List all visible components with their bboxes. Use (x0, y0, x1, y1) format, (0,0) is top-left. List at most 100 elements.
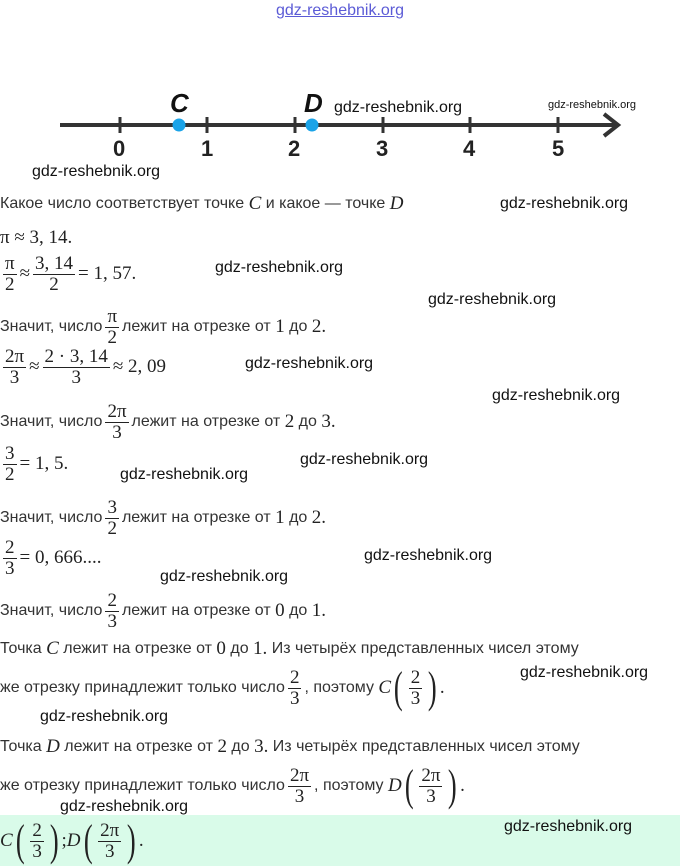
denominator: 3 (104, 840, 115, 862)
watermark: gdz-reshebnik.org (492, 387, 621, 404)
point-c-label: C (170, 88, 189, 118)
watermark: gdz-reshebnik.org (120, 466, 249, 483)
numerator: π (105, 305, 120, 328)
num: 3. (254, 736, 269, 757)
tick-label: 0 (113, 136, 126, 161)
header-watermark-link[interactable]: gdz-reshebnik.org (275, 2, 405, 19)
text: , поэтому (314, 777, 384, 794)
num: 3. (321, 411, 336, 432)
math-var: C (46, 638, 59, 659)
parenthesis: ( (394, 663, 403, 712)
denominator: 2 (49, 273, 59, 295)
text: Значит, число (0, 602, 103, 619)
parenthesis: ) (448, 761, 458, 810)
text: до (289, 318, 308, 335)
text: Точка (0, 738, 42, 755)
numerator: 3 (105, 496, 119, 519)
math-var: C (0, 830, 13, 851)
period: . (439, 677, 445, 698)
text: до (289, 509, 308, 526)
numerator: 2π (419, 764, 443, 787)
question: Какое число соответствует точке C и како… (0, 192, 404, 216)
denominator: 2 (5, 463, 15, 485)
watermark: gdz-reshebnik.org (40, 708, 169, 725)
point-d-label: D (304, 88, 323, 118)
text: Значит, число (0, 318, 103, 335)
denominator: 3 (9, 366, 20, 388)
text: Из четырёх представленных чисел этому (272, 738, 580, 755)
text: лежит на отрезке от (122, 318, 271, 335)
text: лежит на отрезке от (64, 738, 213, 755)
numerator: 2 (408, 666, 423, 689)
parenthesis: ) (428, 663, 437, 712)
numerator: π (3, 252, 17, 275)
parenthesis: ( (83, 816, 93, 865)
numerator: 2π (3, 345, 27, 368)
tick-label: 4 (463, 136, 476, 161)
parenthesis: ) (127, 816, 136, 865)
numerator: 2 (3, 536, 17, 559)
watermark: gdz-reshebnik.org (32, 163, 161, 180)
parenthesis: ) (49, 816, 59, 865)
c-paragraph-line1: Точка C лежит на отрезке от 0 до 1. Из ч… (0, 637, 579, 661)
math-var: D (66, 830, 81, 851)
math-var: C (378, 677, 392, 698)
result: = 1, 57. (78, 263, 137, 284)
numerator: 2 (287, 666, 302, 689)
text: Значит, число (0, 509, 103, 526)
text: лежит на отрезке от (131, 413, 281, 430)
watermark: gdz-reshebnik.org (520, 664, 649, 681)
text: до (289, 602, 308, 619)
denominator: 3 (294, 785, 305, 807)
numerator: 2π (98, 819, 122, 842)
num: 1. (311, 600, 326, 621)
tick-label: 2 (288, 136, 301, 161)
num: 2 (284, 411, 295, 432)
period: . (460, 775, 465, 796)
text: до (298, 413, 317, 430)
numerator: 3, 14 (33, 252, 76, 275)
denominator: 3 (426, 785, 436, 807)
point-c (172, 118, 186, 132)
denominator: 3 (289, 687, 300, 709)
watermark: gdz-reshebnik.org (428, 291, 557, 308)
numerator: 2π (105, 400, 129, 423)
period: . (138, 830, 144, 851)
numerator: 2 · 3, 14 (42, 345, 110, 368)
watermark: gdz-reshebnik.org (548, 99, 637, 111)
parenthesis: ( (15, 816, 25, 865)
text: Из четырёх представленных чисел этому (271, 640, 579, 657)
op: ≈ (19, 263, 31, 284)
numerator: 2π (287, 764, 312, 787)
numerator: 2 (30, 819, 44, 842)
text: же отрезку принадлежит только число (0, 777, 285, 794)
watermark: gdz-reshebnik.org (300, 451, 429, 468)
tick-label: 3 (376, 136, 389, 161)
d-paragraph-line1: Точка D лежит на отрезке от 2 до 3. Из ч… (0, 735, 580, 759)
denominator: 3 (410, 687, 421, 709)
text: лежит на отрезке от (63, 640, 212, 657)
result: ≈ 2, 09 (112, 356, 167, 377)
num: 0 (216, 638, 226, 659)
num: 1. (253, 638, 268, 659)
numerator: 3 (3, 442, 17, 465)
text: лежит на отрезке от (121, 602, 271, 619)
text: Точка (0, 640, 42, 657)
text: лежит на отрезке от (121, 509, 271, 526)
math-var: C (248, 193, 262, 214)
